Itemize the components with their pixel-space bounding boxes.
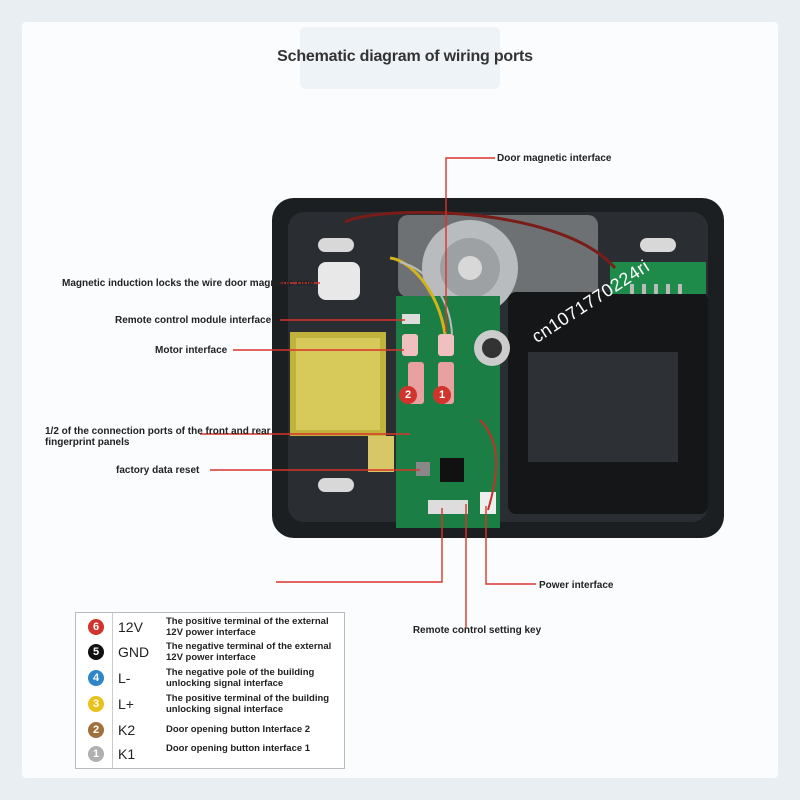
legend-desc: The negative terminal of the external 12… [166, 641, 332, 663]
callout-magnetic-induction: Magnetic induction locks the wire door m… [62, 278, 315, 289]
legend-desc: Door opening button interface 1 [166, 743, 311, 754]
legend-pin: GND [118, 644, 150, 660]
pin-legend: 6 12V The positive terminal of the exter… [75, 612, 345, 769]
motor-port [402, 334, 418, 356]
legend-pin: K1 [118, 746, 136, 762]
legend-row: 3 L+ The positive terminal of the buildi… [76, 692, 344, 717]
callout-remote-module: Remote control module interface [115, 315, 272, 326]
legend-badge: 3 [88, 696, 104, 712]
legend-badge: 1 [88, 746, 104, 762]
legend-desc: The positive terminal of the external 12… [166, 616, 329, 638]
legend-desc: Door opening button Interface 2 [166, 724, 311, 735]
legend-badge: 5 [88, 644, 104, 660]
callout-panels: 1/2 of the connection ports of the front… [45, 426, 271, 448]
legend-row: 4 L- The negative pole of the building u… [76, 666, 344, 691]
legend-pin: L- [118, 670, 131, 686]
board-badge-2: 2 [399, 386, 417, 404]
callout-factory-reset: factory data reset [116, 465, 200, 476]
legend-pin: K2 [118, 722, 136, 738]
magnet-cylinder [318, 262, 360, 300]
mount-slot [318, 478, 354, 492]
legend-row: 1 K1 Door opening button interface 1 [76, 742, 344, 767]
legend-badge: 6 [88, 619, 104, 635]
legend-desc: The negative pole of the building unlock… [166, 667, 315, 689]
legend-badge: 4 [88, 670, 104, 686]
legend-row: 6 12V The positive terminal of the exter… [76, 615, 344, 640]
title-box [300, 27, 500, 89]
legend-row: 2 K2 Door opening button Interface 2 [76, 718, 344, 743]
board-badge-1: 1 [433, 386, 451, 404]
legend-row: 5 GND The negative terminal of the exter… [76, 640, 344, 665]
legend-badge: 2 [88, 722, 104, 738]
callout-power: Power interface [539, 580, 614, 591]
callout-door-magnetic: Door magnetic interface [497, 153, 612, 164]
callout-lines [200, 157, 536, 628]
reset-button [416, 462, 430, 476]
mount-slot [640, 238, 676, 252]
legend-pin: 12V [118, 619, 143, 635]
mount-slot [318, 238, 354, 252]
callout-remote-key: Remote control setting key [412, 625, 542, 636]
legend-desc: The positive terminal of the building un… [166, 693, 330, 715]
callout-motor: Motor interface [155, 345, 228, 356]
legend-pin: L+ [118, 696, 134, 712]
page-title: Schematic diagram of wiring ports [277, 48, 533, 65]
